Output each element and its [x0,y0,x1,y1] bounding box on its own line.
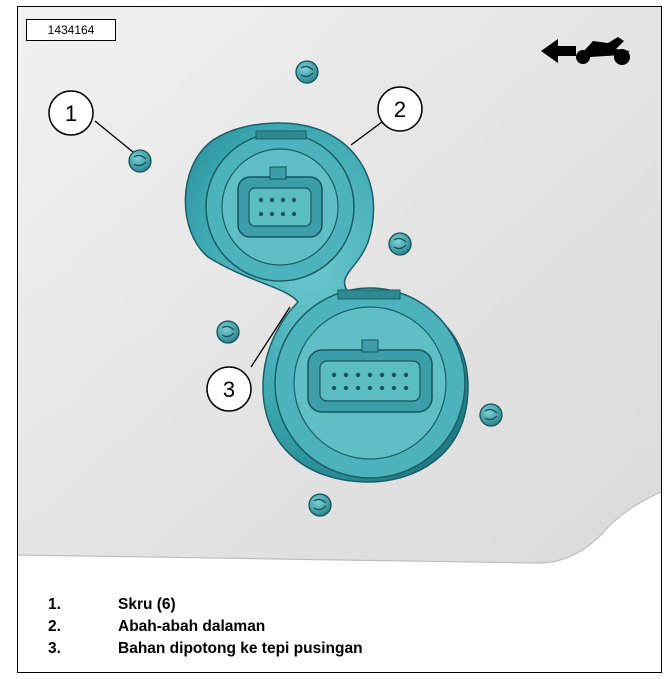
panel-lower-edge [18,492,661,585]
leader-line-2 [350,121,383,146]
grommet-plate [184,122,469,483]
legend-number: 1. [48,596,61,613]
legend-text: Skru (6) [118,596,176,613]
svg-text:3: 3 [223,377,235,402]
screw-icon [216,320,240,344]
legend-number: 3. [48,640,61,657]
screw-icon [128,149,152,173]
legend-item: 2. Abah-abah dalaman [18,615,661,637]
legend-text: Abah-abah dalaman [118,618,266,635]
callout-2: 2 [377,86,423,132]
svg-text:2: 2 [394,97,406,122]
legend-text: Bahan dipotong ke tepi pusingan [118,640,363,657]
callout-3: 3 [206,366,252,412]
screw-icon [295,60,319,84]
svg-text:1: 1 [65,101,77,126]
legend-number: 2. [48,618,61,635]
figure-frame: 1 2 3 1434164 1. Skru (6) 2. Abah-abah d… [17,6,662,673]
callout-1: 1 [48,90,94,136]
legend-item: 1. Skru (6) [18,593,661,615]
screw-icon [479,403,503,427]
legend: 1. Skru (6) 2. Abah-abah dalaman 3. Baha… [18,593,661,659]
legend-item: 3. Bahan dipotong ke tepi pusingan [18,637,661,659]
illustration: 1 2 3 [18,7,661,585]
leader-line-3 [250,306,291,368]
leader-line-1 [94,120,134,153]
figure-id: 1434164 [26,19,116,41]
screw-icon [388,232,412,256]
arrow-left-motorcycle-icon [541,37,630,65]
screw-icon [308,493,332,517]
